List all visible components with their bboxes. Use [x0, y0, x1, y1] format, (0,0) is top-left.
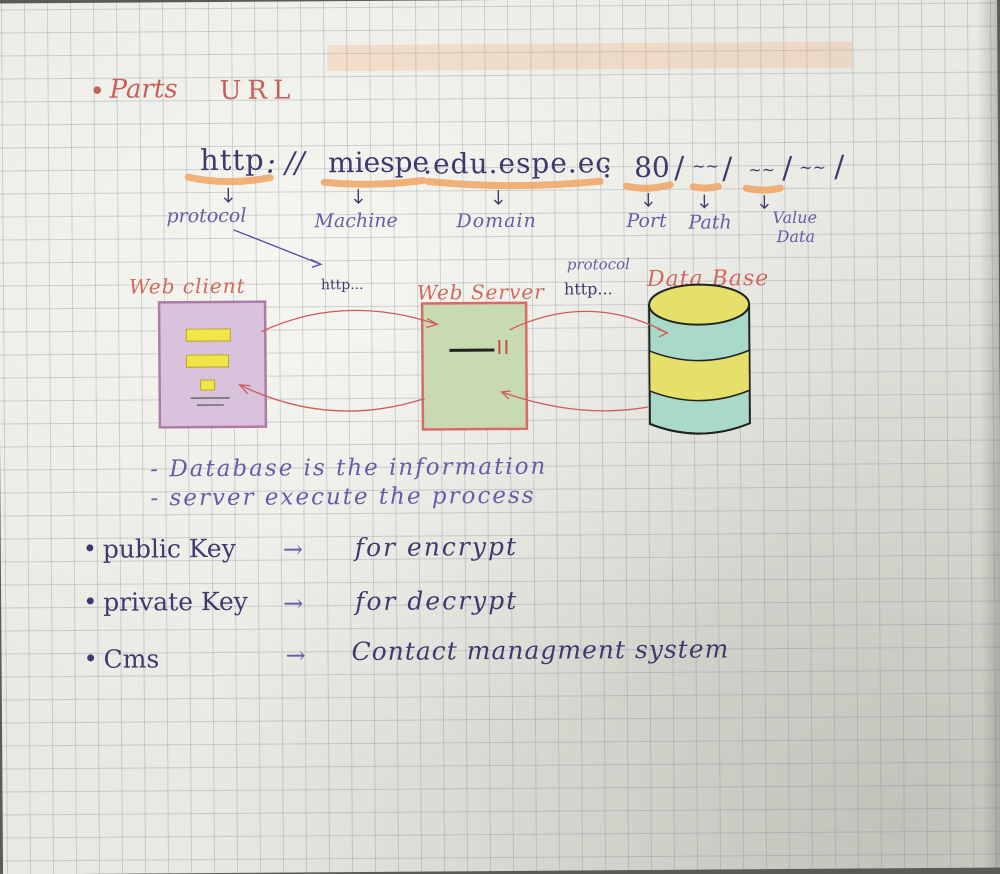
def-1-term: public Key — [103, 534, 236, 564]
def-2-bullet: • — [83, 588, 97, 616]
arrow-server-to-client — [240, 384, 425, 412]
web-server-box — [422, 303, 527, 430]
client-bar-2 — [186, 355, 228, 367]
def-3-term: Cms — [103, 644, 159, 673]
def-1-bullet: • — [83, 535, 97, 563]
def-3-bullet: • — [83, 645, 97, 673]
arrow-client-to-server — [261, 310, 437, 332]
database-cylinder — [649, 284, 750, 434]
def-3-arrow: → — [285, 641, 305, 669]
def-1-meaning: for encrypt — [355, 532, 518, 562]
def-2-arrow: → — [283, 589, 303, 617]
client-bar-1 — [186, 329, 230, 341]
def-1-arrow: → — [283, 535, 303, 563]
def-2-meaning: for decrypt — [355, 586, 518, 616]
def-2-term: private Key — [103, 587, 248, 617]
arrow-server-to-db — [509, 311, 667, 334]
def-3-meaning: Contact managment system — [351, 634, 729, 666]
note-database: - Database is the information — [150, 454, 547, 483]
note-server: - server execute the process — [150, 483, 535, 512]
client-bar-3 — [201, 380, 215, 390]
web-client-box — [159, 302, 266, 428]
